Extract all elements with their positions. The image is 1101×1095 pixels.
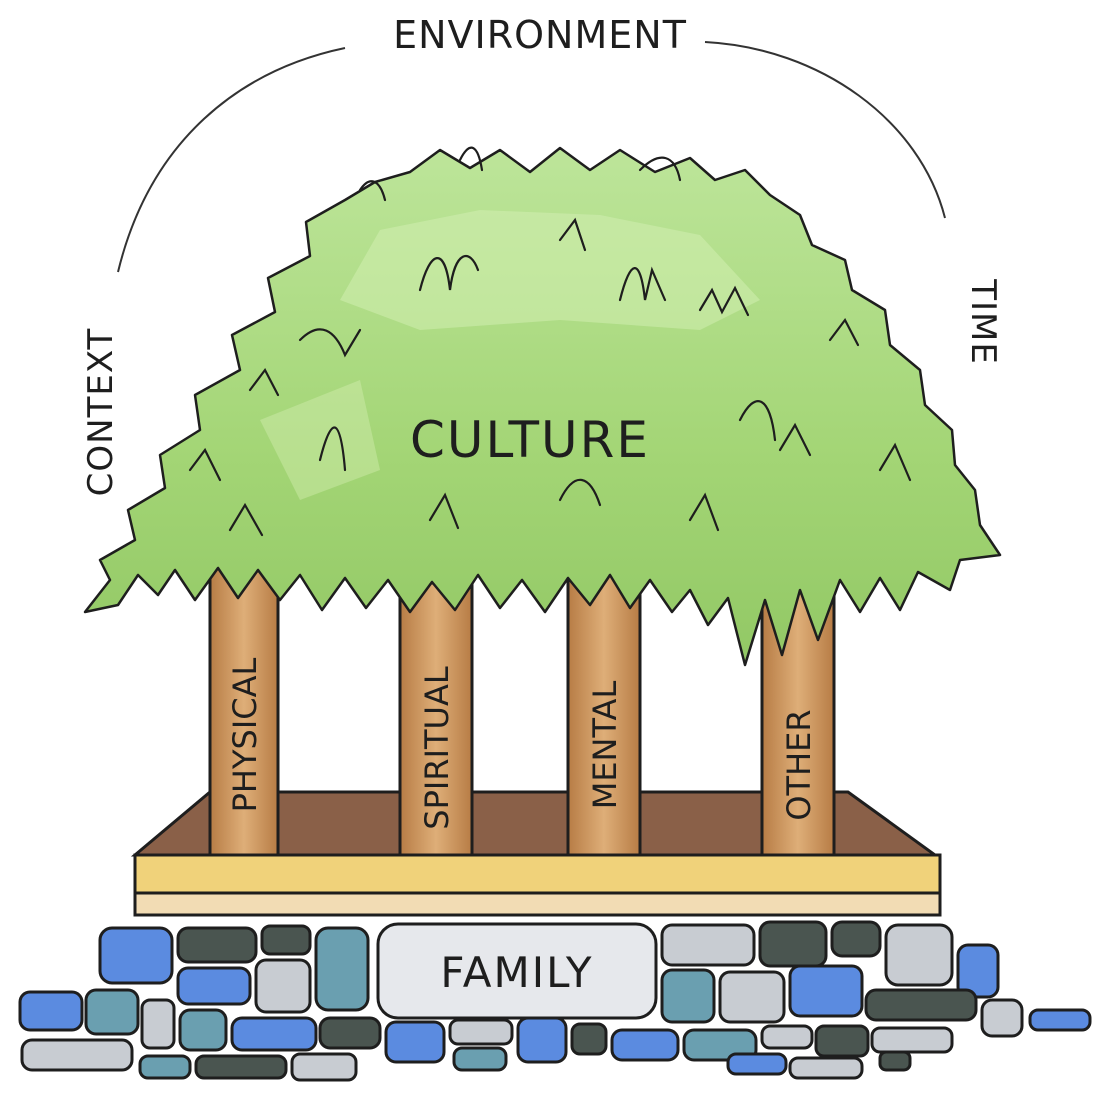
time-label: TIME — [963, 278, 1003, 365]
stone — [452, 1046, 508, 1072]
post-label-mental: MENTAL — [586, 681, 624, 810]
stone — [660, 968, 716, 1024]
stone — [610, 1028, 680, 1062]
stone — [140, 998, 176, 1050]
post-label-spiritual: SPIRITUAL — [418, 666, 456, 830]
stone — [194, 1054, 288, 1080]
stone — [176, 966, 252, 1006]
roof-body — [83, 146, 1002, 667]
stone — [726, 1052, 788, 1076]
stone — [314, 926, 370, 1012]
stone — [318, 1016, 382, 1050]
post-label-physical: PHYSICAL — [226, 657, 264, 812]
stone — [788, 964, 864, 1018]
family-label: FAMILY — [440, 948, 593, 997]
roof-highlight — [340, 210, 760, 330]
stone — [290, 1052, 358, 1082]
family-stone — [376, 922, 658, 1020]
environment-label: ENVIRONMENT — [393, 13, 687, 57]
thatch-roof — [83, 146, 1002, 667]
stone — [760, 1024, 814, 1050]
stone — [176, 926, 258, 964]
floor-platform — [130, 790, 942, 917]
stone — [660, 923, 756, 967]
stone — [20, 1038, 134, 1072]
stone — [884, 923, 954, 987]
stone — [718, 970, 786, 1024]
stone — [864, 988, 978, 1022]
stone — [254, 958, 312, 1014]
stone — [178, 1008, 228, 1052]
post-label-other: OTHER — [780, 709, 818, 820]
stone — [84, 988, 140, 1036]
post-physical — [208, 558, 280, 857]
stone — [830, 920, 882, 958]
stone — [18, 990, 84, 1032]
culture-label: CULTURE — [410, 411, 650, 469]
stone — [814, 1024, 870, 1058]
stone — [980, 998, 1024, 1038]
stone — [870, 1026, 954, 1054]
stone — [788, 1056, 864, 1080]
context-label: CONTEXT — [81, 328, 121, 497]
floor-beam-top — [133, 853, 942, 895]
post-mental — [566, 558, 642, 857]
stone — [956, 943, 1000, 999]
stone — [384, 1020, 446, 1064]
stone — [260, 924, 312, 956]
stone — [230, 1016, 318, 1052]
posts — [208, 558, 836, 857]
stone-foundation — [18, 920, 1092, 1082]
stone — [570, 1022, 608, 1056]
floor-beam-bottom — [133, 891, 942, 917]
environment-arc-right — [704, 41, 946, 219]
thatch-strokes — [188, 146, 912, 537]
stone — [758, 920, 828, 968]
environment-arc-left — [117, 47, 346, 273]
stone — [448, 1018, 514, 1046]
stone — [98, 926, 174, 985]
stone — [878, 1050, 912, 1072]
stone — [138, 1054, 192, 1080]
stone — [1028, 1008, 1092, 1032]
roof-highlight — [260, 380, 380, 500]
stone — [516, 1016, 568, 1064]
